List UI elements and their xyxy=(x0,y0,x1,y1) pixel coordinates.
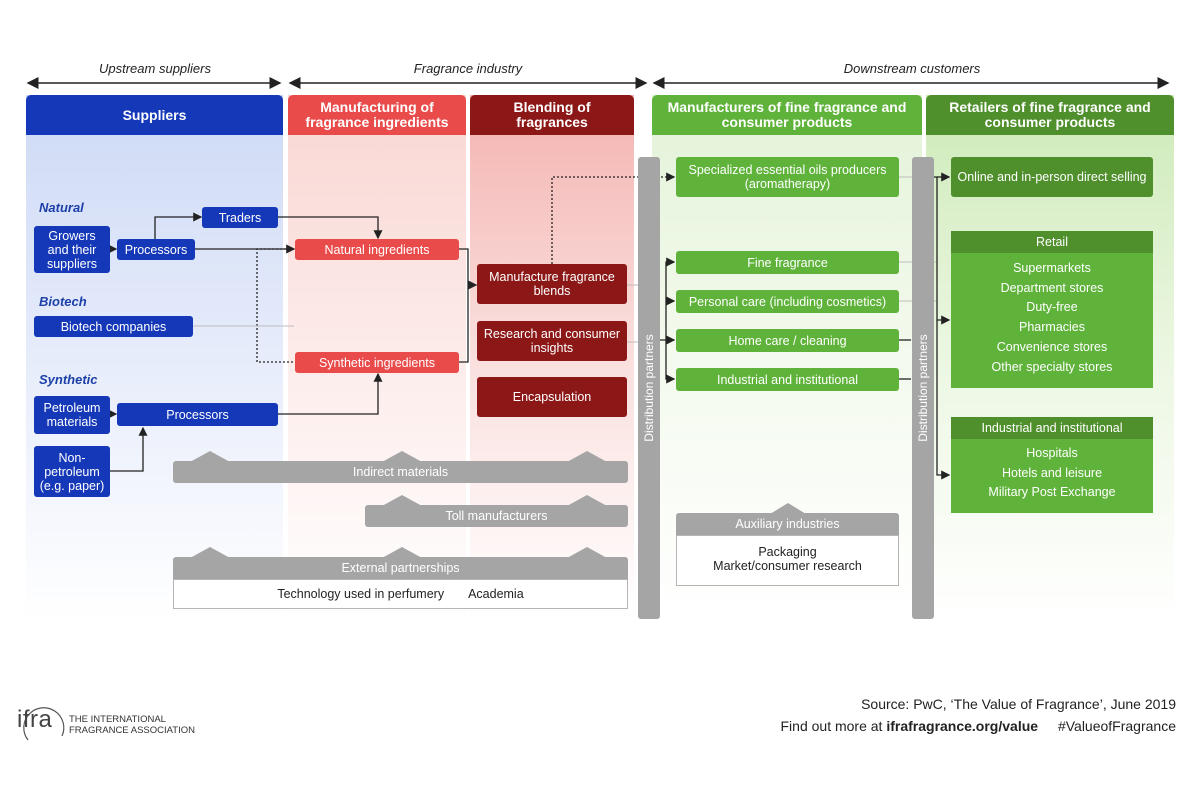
section-downstream: Downstream customers xyxy=(835,61,989,76)
label-natural: Natural xyxy=(39,200,84,215)
org-name: THE INTERNATIONAL FRAGRANCE ASSOCIATION xyxy=(69,714,195,736)
retail-item: Supermarkets xyxy=(1013,261,1091,275)
find-out-line: Find out more at ifrafragrance.org/value… xyxy=(781,718,1177,734)
logo-wordmark: ifra xyxy=(17,706,53,733)
box-encapsulation: Encapsulation xyxy=(477,377,627,417)
org-line-1: THE INTERNATIONAL xyxy=(69,714,166,725)
distribution-bar-right: Distribution partners xyxy=(912,157,934,619)
retail-item: Convenience stores xyxy=(996,339,1108,354)
box-traders: Traders xyxy=(202,207,278,228)
external-partnerships-panel: Technology used in perfumery Academia xyxy=(173,579,628,609)
source-note: Source: PwC, ‘The Value of Fragrance’, J… xyxy=(861,696,1176,712)
section-arrows xyxy=(26,77,1170,89)
industrial-item: Hotels and leisure xyxy=(1001,465,1103,480)
external-item: Technology used in perfumery xyxy=(277,587,445,601)
box-personal-care: Personal care (including cosmetics) xyxy=(676,290,899,313)
box-essential-oils: Specialized essential oils producers (ar… xyxy=(676,157,899,197)
industrial-panel: Industrial and institutional Hospitals H… xyxy=(951,417,1153,513)
hashtag: #ValueofFragrance xyxy=(1057,718,1176,734)
industrial-title: Industrial and institutional xyxy=(951,417,1153,439)
box-research-insights: Research and consumer insights xyxy=(477,321,627,361)
retail-panel: Retail Supermarkets Department stores Du… xyxy=(951,231,1153,388)
header-suppliers: Suppliers xyxy=(26,95,283,135)
box-petroleum: Petroleum materials xyxy=(34,396,110,434)
header-retailers: Retailers of fine fragrance and consumer… xyxy=(926,95,1174,135)
box-home-care: Home care / cleaning xyxy=(676,329,899,352)
box-non-petroleum: Non-petroleum (e.g. paper) xyxy=(34,446,110,497)
retail-item: Department stores xyxy=(1000,280,1104,295)
header-manufacturing: Manufacturing of fragrance ingredients xyxy=(288,95,466,135)
auxiliary-item: Market/consumer research xyxy=(713,559,862,573)
find-out-text: Find out more at xyxy=(780,718,883,734)
box-natural-ingredients: Natural ingredients xyxy=(295,239,459,260)
box-online-direct: Online and in-person direct selling xyxy=(951,157,1153,197)
distribution-bar-left: Distribution partners xyxy=(638,157,660,619)
section-upstream: Upstream suppliers xyxy=(91,61,219,76)
label-biotech: Biotech xyxy=(39,294,87,309)
box-industrial: Industrial and institutional xyxy=(676,368,899,391)
band-indirect-materials: Indirect materials xyxy=(173,461,628,483)
band-peaks xyxy=(190,451,806,558)
org-line-2: FRAGRANCE ASSOCIATION xyxy=(69,725,195,736)
box-growers: Growers and their suppliers xyxy=(34,226,110,273)
box-synthetic-ingredients: Synthetic ingredients xyxy=(295,352,459,373)
flow-connectors xyxy=(108,172,951,480)
industrial-item: Hospitals xyxy=(1026,446,1078,460)
label-synthetic: Synthetic xyxy=(39,372,98,387)
box-biotech-companies: Biotech companies xyxy=(34,316,193,337)
band-auxiliary-industries: Auxiliary industries xyxy=(676,513,899,535)
footer-url-link[interactable]: ifrafragrance.org/value xyxy=(886,718,1039,734)
retail-item: Duty-free xyxy=(1026,300,1078,315)
retail-item: Pharmacies xyxy=(1019,320,1085,335)
header-manufacturers: Manufacturers of fine fragrance and cons… xyxy=(652,95,922,135)
section-industry: Fragrance industry xyxy=(405,61,531,76)
retail-title: Retail xyxy=(951,231,1153,253)
external-item: Academia xyxy=(468,587,524,601)
industrial-item: Military Post Exchange xyxy=(988,485,1116,500)
retail-item: Other specialty stores xyxy=(991,359,1113,374)
header-blending: Blending of fragrances xyxy=(470,95,634,135)
band-toll-manufacturers: Toll manufacturers xyxy=(365,505,628,527)
auxiliary-panel: Packaging Market/consumer research xyxy=(676,535,899,586)
box-manufacture-blends: Manufacture fragrance blends xyxy=(477,264,627,304)
box-processors-synthetic: Processors xyxy=(117,403,278,426)
ifra-logo: ifra THE INTERNATIONAL FRAGRANCE ASSOCIA… xyxy=(14,696,195,742)
box-processors-natural: Processors xyxy=(117,239,195,260)
auxiliary-item: Packaging xyxy=(758,545,817,559)
ifra-logo-mark xyxy=(23,707,65,741)
band-external-partnerships: External partnerships xyxy=(173,557,628,579)
box-fine-fragrance: Fine fragrance xyxy=(676,251,899,274)
suppliers-column xyxy=(26,95,283,620)
